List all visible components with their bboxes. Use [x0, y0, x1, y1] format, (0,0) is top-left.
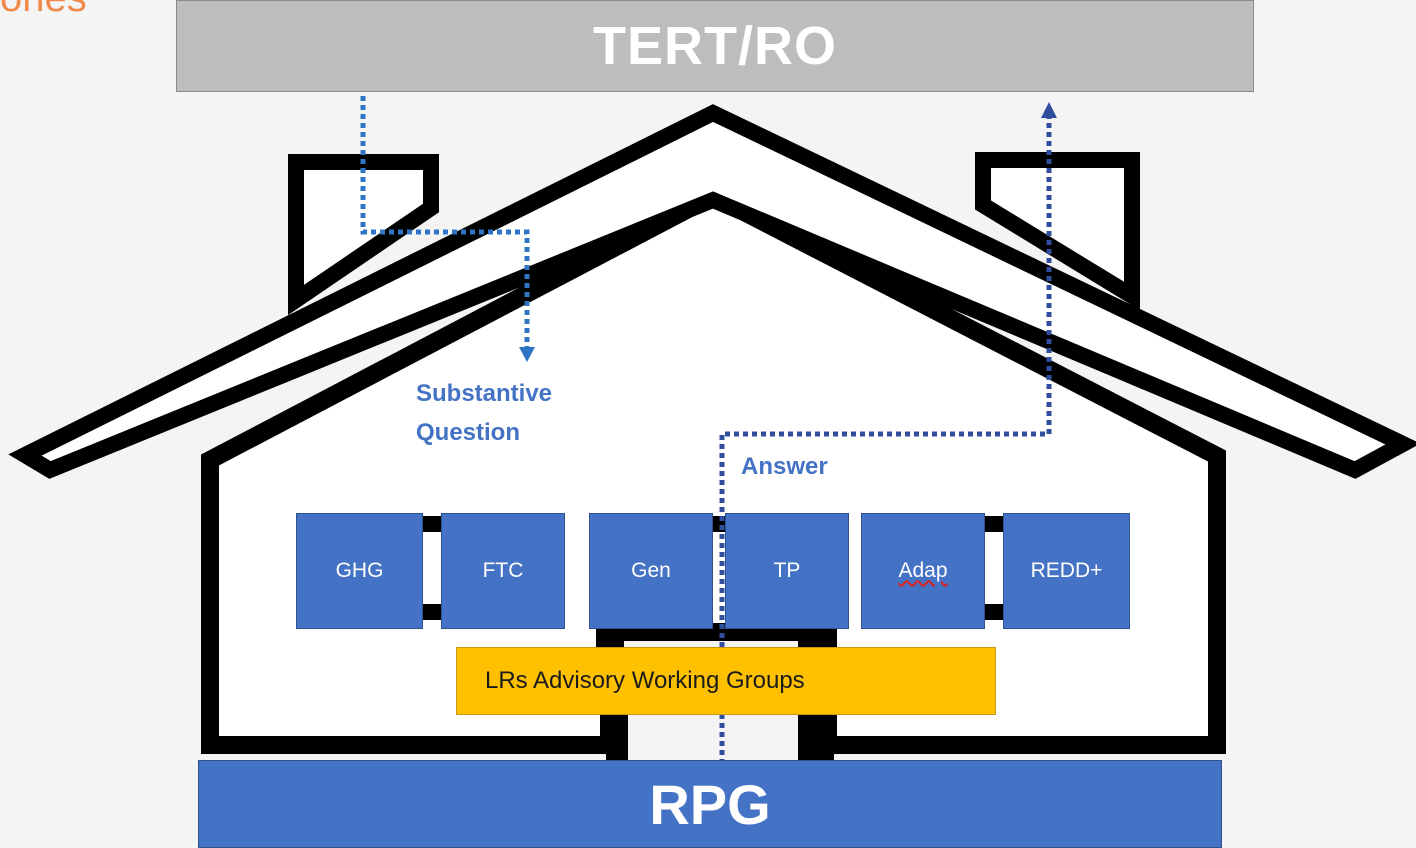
- answer-arrow: [719, 118, 1052, 800]
- answer-label: Answer: [741, 453, 828, 480]
- pillar-ghg: GHG: [296, 513, 423, 629]
- right-chimney: [975, 152, 1140, 311]
- slide-title-fragment: ones: [0, 0, 87, 18]
- question-arrow: [360, 96, 530, 348]
- pillar-adap-label: Adap: [898, 559, 948, 582]
- advisory-legs: [596, 628, 834, 762]
- pillar-tp: TP: [725, 513, 849, 629]
- substantive-question-label: Substantive Question: [416, 380, 553, 446]
- pillar-redd: REDD+: [1003, 513, 1130, 629]
- tert-ro-box: TERT/RO: [176, 0, 1254, 92]
- advisory-working-groups-box: LRs Advisory Working Groups: [456, 647, 996, 715]
- house-roof: [8, 104, 1416, 479]
- pillar-adap: Adap: [861, 513, 985, 629]
- pillar-gen: Gen: [589, 513, 713, 629]
- rpg-box: RPG: [198, 760, 1222, 848]
- answer-arrowhead: [1041, 102, 1057, 118]
- question-arrowhead: [519, 347, 535, 362]
- pillar-ftc: FTC: [441, 513, 565, 629]
